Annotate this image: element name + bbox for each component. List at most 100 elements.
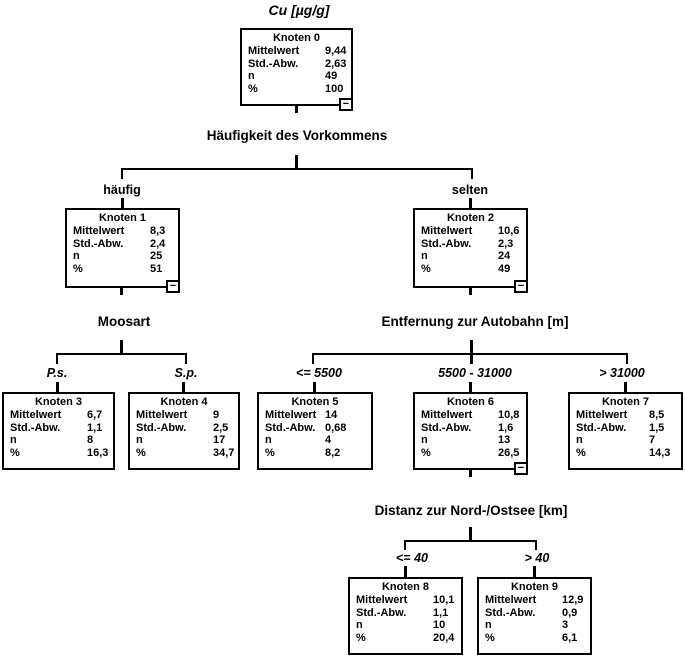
stat-value: 13	[498, 434, 511, 447]
stat-label: Std.-Abw.	[10, 421, 61, 434]
connector-rail	[56, 353, 187, 355]
stat-row: Std.-Abw.2,3	[415, 238, 526, 251]
stat-label: Mittelwert	[421, 409, 473, 421]
stat-label: %	[485, 631, 495, 644]
tree-title: Cu [µg/g]	[268, 2, 330, 18]
node-title: Knoten 1	[98, 212, 147, 224]
stat-label: n	[73, 250, 80, 263]
category-label-ps: P.s.	[46, 366, 68, 380]
collapse-button[interactable]: −	[339, 98, 353, 111]
stat-value: 6,1	[562, 631, 578, 644]
stat-row: Mittelwert 6,7	[4, 409, 113, 422]
stat-row: Std.-Abw.1,6	[415, 422, 526, 435]
collapse-button[interactable]: −	[514, 280, 528, 293]
stat-label: Mittelwert	[576, 409, 628, 421]
stat-row: Std.-Abw. 1,1	[350, 607, 461, 620]
stat-row: n 10	[350, 619, 461, 632]
stat-label: Std.-Abw.	[576, 421, 627, 434]
stat-value: 2,5	[213, 421, 229, 434]
connector-line	[469, 382, 472, 392]
stat-label: n	[356, 619, 363, 632]
stat-value: 10	[433, 619, 446, 632]
connector-line	[469, 198, 472, 208]
stat-row: %20,4	[350, 632, 461, 645]
stat-value: 12,9	[562, 594, 584, 606]
collapse-button[interactable]: −	[166, 280, 180, 293]
stat-value: 9	[213, 409, 220, 421]
connector-rail	[312, 353, 628, 355]
stat-value: 16,3	[87, 446, 109, 459]
stat-label: Mittelwert	[136, 409, 188, 421]
split-variable-autobahn: Entfernung zur Autobahn [m]	[381, 314, 569, 329]
stat-label: Mittelwert	[10, 409, 62, 421]
stat-row: %16,3	[4, 447, 113, 460]
stat-label: n	[248, 70, 255, 83]
stat-row: n 25	[67, 250, 178, 263]
stat-value: 6,7	[87, 409, 103, 421]
stat-value: 49	[498, 262, 511, 275]
collapse-button[interactable]: −	[514, 462, 528, 475]
stat-label: Std.-Abw.	[136, 421, 187, 434]
stat-label: Mittelwert	[421, 225, 473, 237]
connector-line	[56, 382, 59, 392]
category-label-haeufig: häufig	[103, 183, 141, 197]
category-label-gt31000: > 31000	[599, 366, 645, 380]
connector-rail	[121, 168, 473, 170]
split-variable-moosart: Moosart	[97, 314, 151, 329]
stat-row: Std.-Abw.1,5	[570, 422, 681, 435]
stat-label: Std.-Abw.	[421, 421, 472, 434]
split-variable-nordostsee: Distanz zur Nord-/Ostsee [km]	[374, 503, 568, 518]
stat-label: Mittelwert	[265, 409, 317, 421]
stat-label: %	[421, 262, 431, 275]
connector-line	[295, 155, 298, 168]
connector-line	[469, 288, 472, 295]
stat-label: n	[265, 434, 272, 447]
node-title: Knoten 6	[446, 396, 495, 408]
stat-label: %	[576, 446, 586, 459]
connector-line	[185, 355, 187, 364]
stat-value: 25	[150, 250, 163, 263]
stat-label: Std.-Abw.	[485, 606, 536, 619]
stat-label: n	[421, 434, 428, 447]
node-title: Knoten 0	[272, 32, 321, 44]
node-title: Knoten 4	[160, 396, 208, 408]
connector-line	[120, 288, 123, 295]
stat-row: % 49	[415, 263, 526, 276]
category-label-le40: <= 40	[396, 551, 428, 565]
stat-row: Std.-Abw.0,68	[259, 422, 371, 435]
stat-value: 1,1	[433, 606, 449, 619]
stat-row: Mittelwert 9	[130, 409, 238, 422]
category-label-le5500: <= 5500	[296, 366, 342, 380]
stat-label: Std.-Abw.	[356, 606, 407, 619]
stat-row: Std.-Abw.2,4	[67, 238, 178, 251]
stat-row: %51	[67, 263, 178, 276]
stat-value: 14	[325, 409, 338, 421]
stat-value: 1,1	[87, 421, 103, 434]
stat-label: %	[356, 631, 366, 644]
stat-row: Std.-Abw. 1,1	[4, 422, 113, 435]
category-label-gt40: > 40	[524, 551, 550, 565]
stat-label: Std.-Abw.	[73, 237, 124, 250]
connector-line	[295, 106, 298, 113]
stat-label: Std.-Abw.	[421, 237, 472, 250]
stat-value: 26,5	[498, 446, 520, 459]
stat-label: n	[576, 434, 583, 447]
stat-value: 4	[325, 434, 332, 447]
stat-row: % 6,1	[479, 632, 590, 645]
